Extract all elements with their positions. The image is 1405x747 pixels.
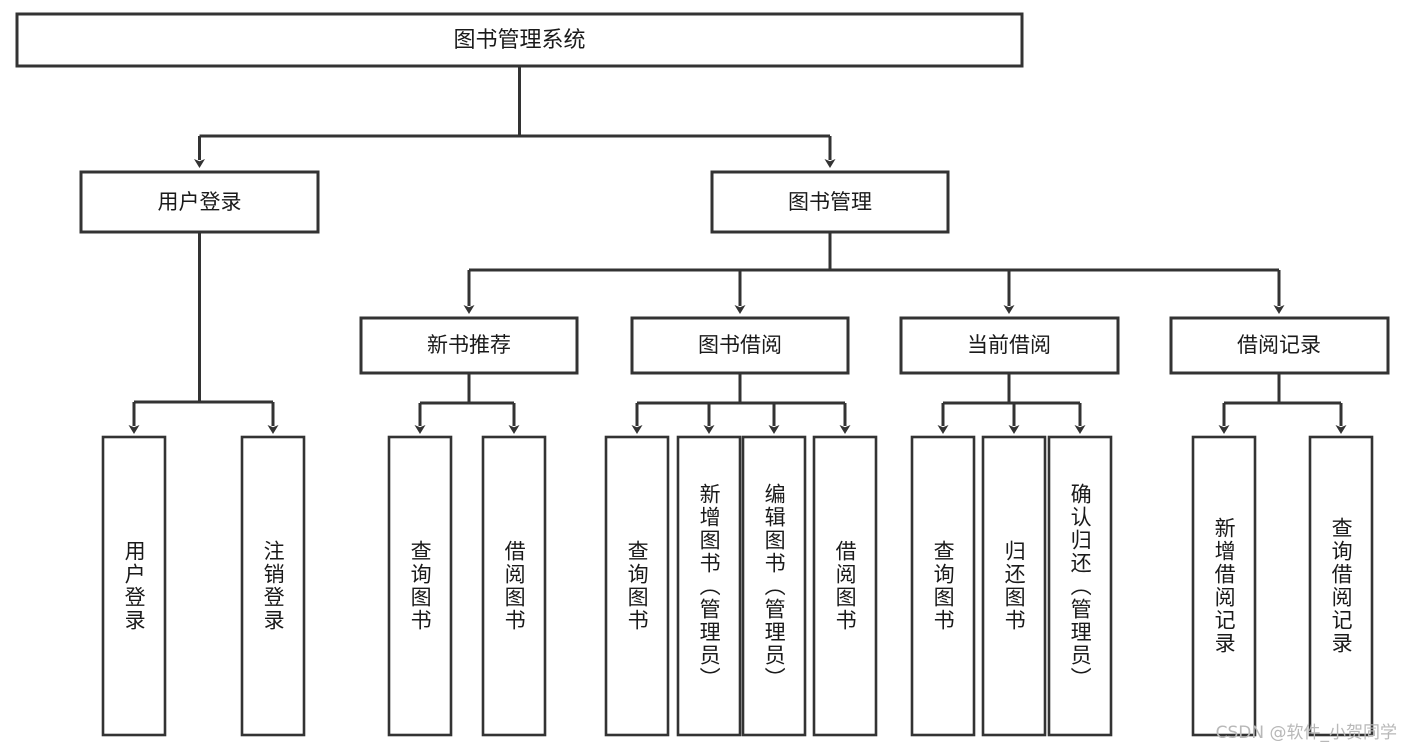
leaf-return-book-box[interactable]: [981, 435, 1047, 737]
connector-group-new-book-recommend: [414, 373, 520, 434]
connector-group-current-borrow: [937, 373, 1086, 434]
leaf-borrow-book-1-box[interactable]: [481, 435, 547, 737]
node-user-login-label: 用户登录: [158, 190, 242, 214]
leaf-query-book-1-box[interactable]: [387, 435, 453, 737]
node-new-book-recommend-box[interactable]: [359, 316, 579, 375]
node-current-borrow-box[interactable]: [899, 316, 1120, 375]
leaf-query-record-box[interactable]: [1308, 435, 1374, 737]
csdn-watermark: CSDN @软件_小贺同学: [1215, 723, 1397, 743]
node-user-login-box[interactable]: [79, 170, 320, 234]
connector-group-user-login: [128, 232, 279, 434]
connector-group-borrow-record: [1218, 373, 1347, 434]
leaf-add-book-box[interactable]: [676, 435, 742, 737]
leaf-user-login-box[interactable]: [101, 435, 167, 737]
leaf-boxes: [101, 435, 1374, 737]
node-new-book-recommend-label: 新书推荐: [427, 333, 511, 357]
node-borrow-record[interactable]: 借阅记录: [1169, 316, 1390, 375]
node-root[interactable]: 图书管理系统: [15, 12, 1024, 68]
leaf-query-book-3-box[interactable]: [910, 435, 976, 737]
leaf-add-record-box[interactable]: [1191, 435, 1257, 737]
node-user-login[interactable]: 用户登录: [79, 170, 320, 234]
node-book-manage-box[interactable]: [710, 170, 950, 234]
leaf-query-book-2-box[interactable]: [604, 435, 670, 737]
node-book-manage-label: 图书管理: [788, 190, 872, 214]
node-book-manage[interactable]: 图书管理: [710, 170, 950, 234]
node-new-book-recommend[interactable]: 新书推荐: [359, 316, 579, 375]
connector-group-book-borrow: [631, 373, 851, 434]
leaf-user-logout-box[interactable]: [240, 435, 306, 737]
node-book-borrow[interactable]: 图书借阅: [630, 316, 850, 375]
node-root-box[interactable]: [15, 12, 1024, 68]
node-current-borrow-label: 当前借阅: [967, 333, 1051, 357]
leaf-confirm-return-box[interactable]: [1047, 435, 1113, 737]
node-current-borrow[interactable]: 当前借阅: [899, 316, 1120, 375]
node-borrow-record-box[interactable]: [1169, 316, 1390, 375]
node-root-label: 图书管理系统: [453, 28, 585, 53]
leaf-edit-book-box[interactable]: [741, 435, 807, 737]
connector-group-book-manage: [463, 232, 1285, 314]
connector-group-root: [194, 66, 836, 168]
node-borrow-record-label: 借阅记录: [1237, 333, 1321, 357]
node-book-borrow-box[interactable]: [630, 316, 850, 375]
leaf-borrow-book-2-box[interactable]: [812, 435, 878, 737]
node-book-borrow-label: 图书借阅: [698, 333, 782, 357]
